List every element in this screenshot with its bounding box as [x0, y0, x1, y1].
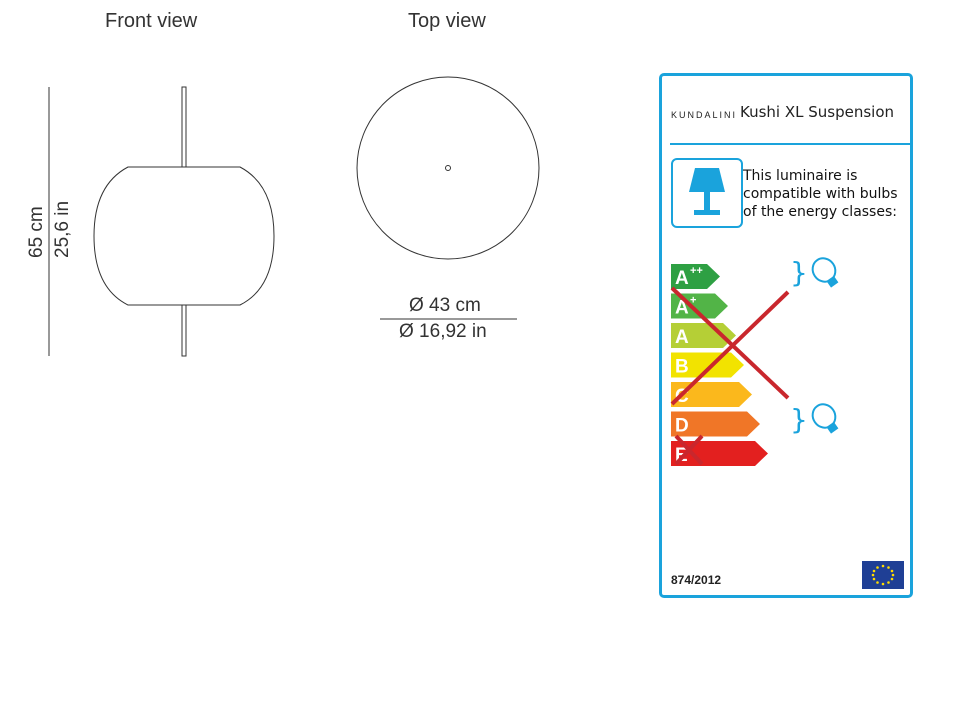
energy-class-letter: A: [675, 327, 689, 348]
table-lamp-icon: [689, 168, 725, 215]
eu-flag-icon: [862, 561, 904, 589]
energy-class-chart: A++A+ABCDE } }: [670, 256, 839, 466]
diameter-cm-label: Ø 43 cm: [409, 295, 481, 316]
lamp-body-front: [93, 166, 275, 306]
brace-bottom: }: [790, 403, 808, 436]
bulb-icon-bottom: [811, 403, 839, 434]
eu-stars-icon: [871, 564, 895, 586]
small-cross-line-2: [674, 434, 704, 466]
energy-class-bar: [671, 264, 720, 289]
table-lamp-icon-box: [671, 158, 743, 228]
energy-class-letter: A: [675, 268, 689, 289]
suspension-rod-top: [181, 86, 187, 168]
cross-line-2: [670, 290, 790, 406]
energy-class-bar: [671, 382, 752, 407]
energy-class-superscript: ++: [690, 265, 703, 277]
energy-class-letter: D: [675, 416, 689, 437]
energy-class-superscript: +: [690, 295, 696, 307]
diameter-in-label: Ø 16,92 in: [399, 321, 487, 342]
front-view-title: Front view: [105, 10, 198, 32]
energy-class-bar: [671, 441, 768, 466]
compatibility-text: This luminaire is compatible with bulbs …: [743, 168, 898, 220]
top-view-title: Top view: [408, 10, 486, 32]
cross-line-1: [670, 286, 790, 400]
brand-logo: KUNDALINI: [671, 110, 738, 120]
brace-top: }: [790, 256, 808, 289]
suspension-rod-bottom: [181, 304, 187, 357]
center-point: [445, 165, 451, 171]
energy-class-bar: [671, 411, 760, 437]
energy-class-bar: [671, 323, 736, 348]
energy-class-bar: [671, 352, 744, 378]
lamp-body-top: [356, 76, 540, 260]
energy-class-letter: B: [675, 357, 689, 378]
label-divider: [670, 143, 910, 145]
regulation-number: 874/2012: [671, 573, 722, 587]
energy-label-card: KUNDALINI Kushi XL Suspension This lumin…: [659, 73, 913, 598]
product-name: Kushi XL Suspension: [740, 103, 895, 121]
bulb-icon-top: [811, 257, 839, 288]
